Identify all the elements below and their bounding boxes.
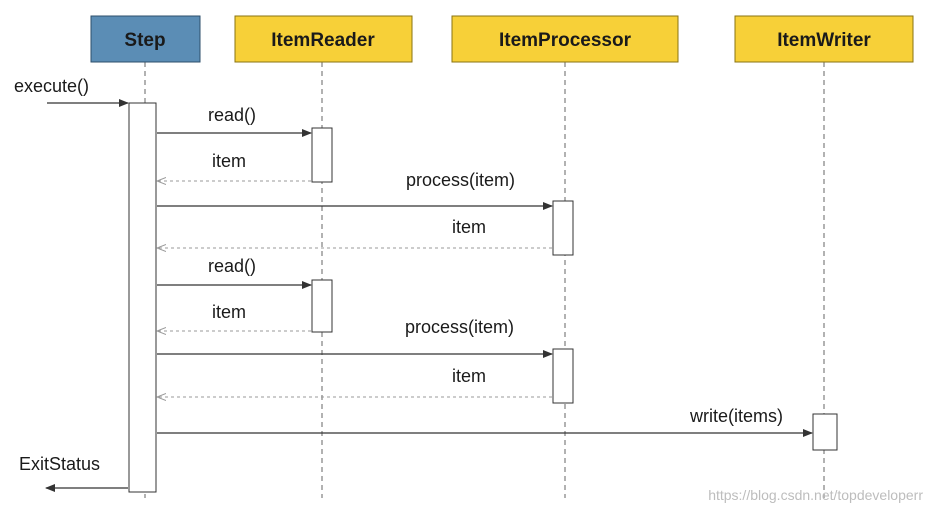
participant-writer: ItemWriter: [734, 15, 914, 63]
participant-processor: ItemProcessor: [451, 15, 679, 63]
item-return-label-3: item: [212, 302, 246, 322]
reader-activation-1: [311, 127, 333, 183]
item-return-label-4: item: [452, 366, 486, 386]
processor-activation-1: [552, 200, 574, 256]
execute-label: execute(): [14, 76, 89, 96]
participant-step: Step: [90, 15, 201, 63]
item-return-label-2: item: [452, 217, 486, 237]
participant-step-label: Step: [124, 30, 165, 51]
reader-activation-2: [311, 279, 333, 333]
write-label: write(items): [689, 406, 783, 426]
participant-reader: ItemReader: [234, 15, 413, 63]
participant-processor-label: ItemProcessor: [499, 30, 632, 51]
process-label-2: process(item): [405, 317, 514, 337]
step-activation: [128, 102, 157, 493]
writer-activation: [812, 413, 838, 451]
watermark: https://blog.csdn.net/topdeveloperr: [708, 487, 923, 503]
read-label-1: read(): [208, 105, 256, 125]
participant-writer-label: ItemWriter: [777, 30, 871, 51]
process-label-1: process(item): [406, 170, 515, 190]
participant-reader-label: ItemReader: [271, 30, 375, 51]
item-return-label-1: item: [212, 151, 246, 171]
read-label-2: read(): [208, 256, 256, 276]
processor-activation-2: [552, 348, 574, 404]
exit-status-label: ExitStatus: [19, 454, 100, 474]
